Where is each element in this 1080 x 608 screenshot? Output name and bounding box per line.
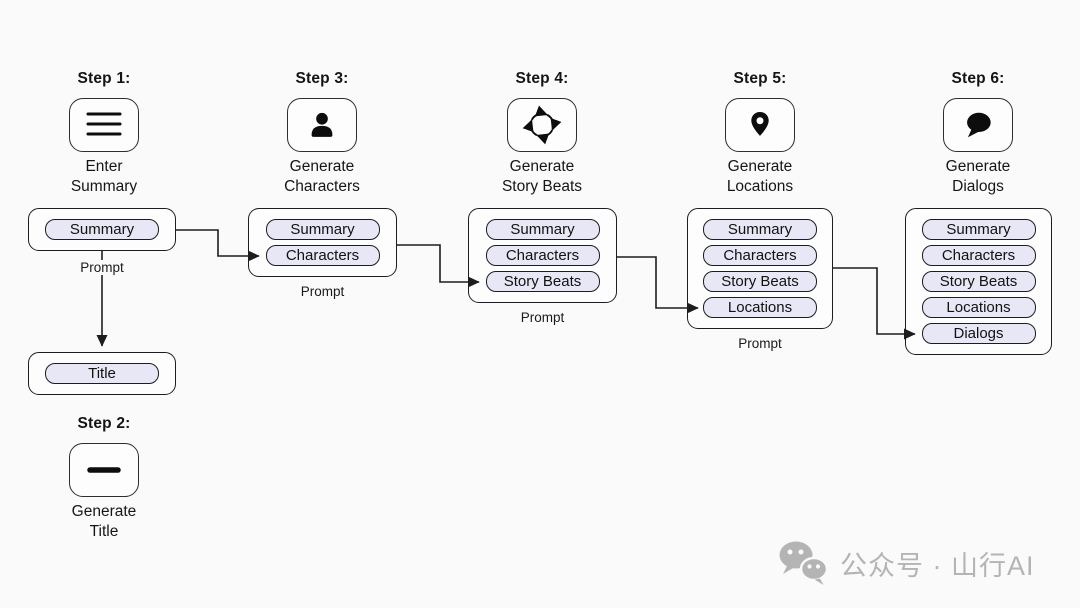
step-4-label: Step 4: xyxy=(515,70,569,87)
pill-characters: Characters xyxy=(265,245,380,266)
step-6-label: Step 6: xyxy=(951,70,1005,87)
step-5-icon-box xyxy=(725,98,795,152)
prompt-label-wrap: Prompt xyxy=(28,259,176,277)
person-icon xyxy=(311,112,333,137)
caption-line: Summary xyxy=(70,178,138,195)
step-1-label: Step 1: xyxy=(77,70,131,87)
prompt-box-step-6: Summary Characters Story Beats Locations… xyxy=(905,208,1052,355)
dash-icon xyxy=(87,467,121,473)
caption-line: Generate xyxy=(945,158,1011,175)
watermark-text: 公众号 · 山行AI xyxy=(840,550,1035,581)
watermark: 公众号 · 山行AI xyxy=(775,539,1035,587)
step-2-column: Step 2: Generate Title xyxy=(26,415,182,542)
caption-line: Generate xyxy=(509,158,575,175)
speech-bubble-icon xyxy=(967,112,991,138)
caption-line: Dialogs xyxy=(952,178,1004,195)
pill-locations: Locations xyxy=(921,297,1036,318)
caption-line: Enter xyxy=(85,158,123,175)
step-2-caption: Generate Title xyxy=(26,502,182,542)
prompt-label: Prompt xyxy=(732,336,788,351)
prompt-label-wrap: Prompt xyxy=(687,335,833,353)
pill-locations: Locations xyxy=(703,297,817,318)
caption-line: Locations xyxy=(726,178,794,195)
caption-line: Story Beats xyxy=(501,178,583,195)
pill-story-beats: Story Beats xyxy=(703,271,817,292)
pill-summary: Summary xyxy=(45,219,159,240)
pill-summary: Summary xyxy=(265,219,380,240)
pill-characters: Characters xyxy=(703,245,817,266)
caption-line: Generate xyxy=(727,158,793,175)
prompt-label: Prompt xyxy=(514,310,571,325)
hamburger-icon xyxy=(86,112,122,136)
prompt-label: Prompt xyxy=(294,284,351,299)
step-6-column: Step 6: Generate Dialogs xyxy=(900,70,1056,197)
arrow-step3-to-step4 xyxy=(397,244,480,288)
step-4-column: Step 4: Generate Story Beats xyxy=(464,70,620,197)
step-3-icon-box xyxy=(287,98,357,152)
step-5-caption: Generate Locations xyxy=(682,157,838,197)
pill-dialogs: Dialogs xyxy=(921,323,1036,344)
step-1-icon-box xyxy=(69,98,139,152)
prompt-box-step-1: Summary xyxy=(28,208,176,251)
arrow-step1-to-step3 xyxy=(176,229,260,262)
step-6-caption: Generate Dialogs xyxy=(900,157,1056,197)
step-5-label: Step 5: xyxy=(733,70,787,87)
pill-summary: Summary xyxy=(485,219,600,240)
cycle-icon xyxy=(522,105,562,145)
prompt-label-wrap: Prompt xyxy=(248,283,397,301)
pill-story-beats: Story Beats xyxy=(921,271,1036,292)
prompt-box-step-4: Summary Characters Story Beats xyxy=(468,208,617,303)
prompt-label-wrap: Prompt xyxy=(468,309,617,327)
arrow-step5-to-step6 xyxy=(833,267,916,340)
step-2-icon-box xyxy=(69,443,139,497)
step-1-caption: Enter Summary xyxy=(26,157,182,197)
caption-line: Generate xyxy=(289,158,355,175)
title-box: Title xyxy=(28,352,176,395)
pill-title: Title xyxy=(45,363,159,384)
caption-line: Generate xyxy=(71,503,137,520)
pill-characters: Characters xyxy=(485,245,600,266)
step-5-column: Step 5: Generate Locations xyxy=(682,70,838,197)
pill-summary: Summary xyxy=(703,219,817,240)
pin-icon xyxy=(751,111,769,136)
step-3-caption: Generate Characters xyxy=(244,157,400,197)
step-2-label: Step 2: xyxy=(77,415,131,432)
pill-summary: Summary xyxy=(921,219,1036,240)
caption-line: Title xyxy=(89,523,119,540)
pill-story-beats: Story Beats xyxy=(485,271,600,292)
prompt-box-step-3: Summary Characters xyxy=(248,208,397,277)
prompt-box-step-5: Summary Characters Story Beats Locations xyxy=(687,208,833,329)
caption-line: Characters xyxy=(284,178,360,195)
step-6-icon-box xyxy=(943,98,1013,152)
step-3-column: Step 3: Generate Characters xyxy=(244,70,400,197)
wechat-icon xyxy=(779,541,829,585)
pill-characters: Characters xyxy=(921,245,1036,266)
prompt-label: Prompt xyxy=(74,260,130,275)
step-4-caption: Generate Story Beats xyxy=(464,157,620,197)
step-1-column: Step 1: Enter Summary xyxy=(26,70,182,197)
step-4-icon-box xyxy=(507,98,577,152)
arrow-step4-to-step5 xyxy=(617,256,699,314)
step-3-label: Step 3: xyxy=(295,70,349,87)
